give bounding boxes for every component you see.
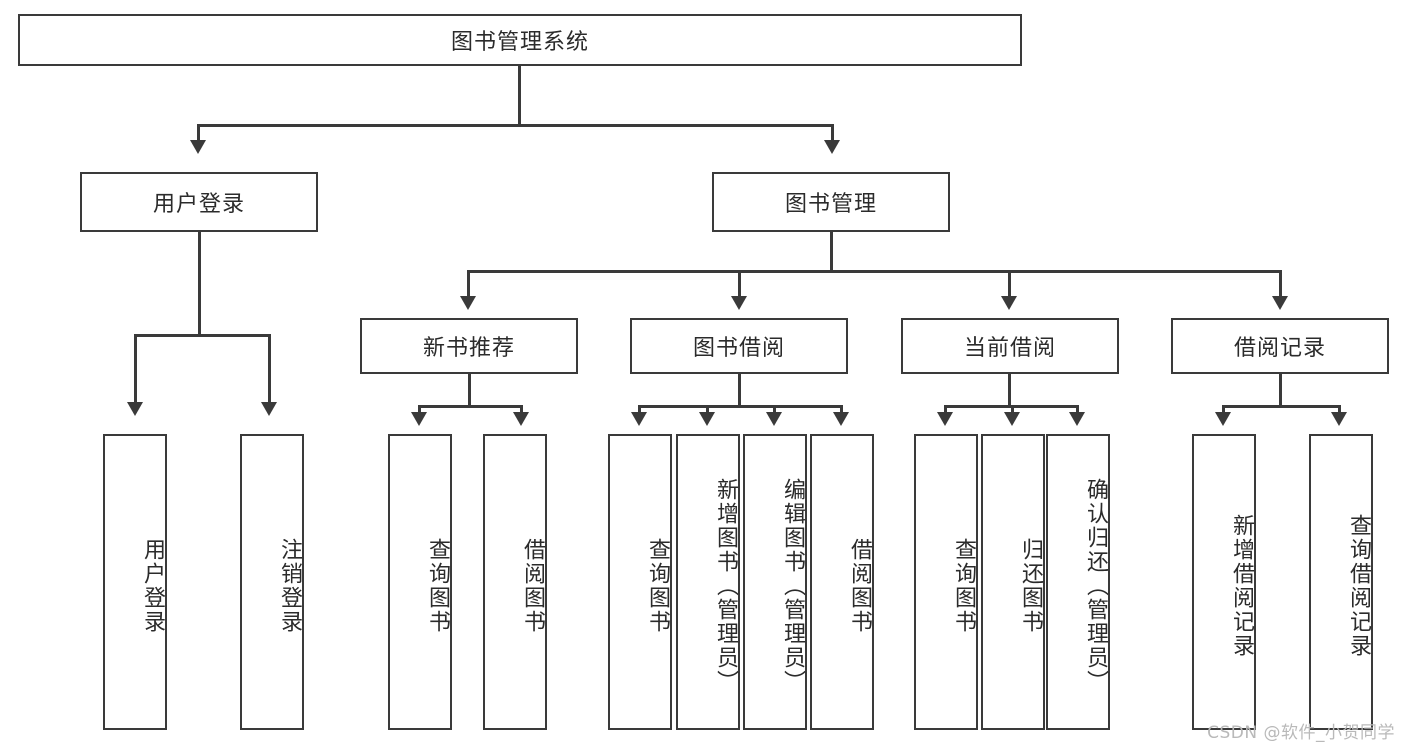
arrow-to-leaf-add-book [699,412,715,426]
arrow-to-leaf-add-record [1215,412,1231,426]
node-new-book-recommend[interactable]: 新书推荐 [360,318,578,374]
connector-current-borrow-drop-2 [1011,405,1014,417]
connector-borrow-records-drop-1 [1222,405,1225,417]
leaf-query-book-borrow[interactable]: 查询图书 [608,434,672,730]
connector-user-login-drop-1 [134,334,137,409]
connector-new-book-drop-2 [520,405,523,417]
arrow-to-leaf-return-book [1004,412,1020,426]
arrow-to-leaf-query-book-c [937,412,953,426]
connector-borrow-records-stem [1279,374,1282,405]
connector-book-borrow-bus [638,405,843,408]
leaf-add-book-admin[interactable]: 新增图书（管理员） [676,434,740,730]
connector-book-manage-drop-borrow [738,270,741,302]
arrow-to-book-borrow [731,296,747,310]
node-borrow-records[interactable]: 借阅记录 [1171,318,1389,374]
connector-book-manage-drop-current [1008,270,1011,302]
connector-book-borrow-stem [738,374,741,405]
connector-book-borrow-drop-1 [638,405,641,417]
connector-book-borrow-drop-3 [773,405,776,417]
node-label: 归还图书 [1018,538,1043,634]
connector-book-manage-stem [830,232,833,270]
node-label: 图书借阅 [692,336,785,361]
connector-current-borrow-drop-3 [1076,405,1079,417]
arrow-to-book-manage [824,140,840,154]
node-label: 借阅图书 [847,538,872,634]
node-label: 注销登录 [277,538,302,634]
connector-book-manage-bus [467,270,1282,273]
connector-user-login-stem [198,232,201,334]
leaf-confirm-return-admin[interactable]: 确认归还（管理员） [1046,434,1110,730]
connector-current-borrow-stem [1008,374,1011,405]
node-label: 当前借阅 [963,336,1056,361]
node-label: 确认归还（管理员） [1083,478,1108,694]
node-label: 查询借阅记录 [1346,514,1371,658]
arrow-to-borrow-records [1272,296,1288,310]
connector-user-login-bus [134,334,271,337]
node-book-management[interactable]: 图书管理 [712,172,950,232]
arrow-to-leaf-borrow-book-a [513,412,529,426]
node-label: 用户登录 [140,538,165,634]
connector-current-borrow-drop-1 [944,405,947,417]
node-user-login[interactable]: 用户登录 [80,172,318,232]
connector-book-manage-drop-records [1279,270,1282,302]
node-label: 借阅记录 [1233,336,1326,361]
connector-root-to-book-manage [831,124,834,146]
node-label: 查询图书 [951,538,976,634]
leaf-return-book[interactable]: 归还图书 [981,434,1045,730]
connector-borrow-records-bus [1222,405,1341,408]
arrow-to-current-borrow [1001,296,1017,310]
connector-new-book-bus [418,405,523,408]
leaf-logout[interactable]: 注销登录 [240,434,304,730]
leaf-query-book-new[interactable]: 查询图书 [388,434,452,730]
arrow-to-leaf-user-login [127,402,143,416]
connector-root-bus [197,124,834,127]
leaf-borrow-book-new[interactable]: 借阅图书 [483,434,547,730]
connector-new-book-stem [468,374,471,405]
node-label: 编辑图书（管理员） [780,478,805,694]
node-label: 用户登录 [152,192,245,217]
node-book-borrow[interactable]: 图书借阅 [630,318,848,374]
leaf-edit-book-admin[interactable]: 编辑图书（管理员） [743,434,807,730]
connector-root-to-user-login [197,124,200,146]
node-label: 图书管理 [784,192,877,217]
connector-borrow-records-drop-2 [1338,405,1341,417]
leaf-query-borrow-record[interactable]: 查询借阅记录 [1309,434,1373,730]
arrow-to-leaf-edit-book [766,412,782,426]
arrow-to-new-book-recommend [460,296,476,310]
arrow-to-leaf-query-book-b [631,412,647,426]
leaf-add-borrow-record[interactable]: 新增借阅记录 [1192,434,1256,730]
arrow-to-leaf-query-record [1331,412,1347,426]
node-label: 新增图书（管理员） [713,478,738,694]
arrow-to-leaf-borrow-book-b [833,412,849,426]
connector-book-manage-drop-new-books [467,270,470,302]
node-label: 新书推荐 [422,336,515,361]
leaf-user-login[interactable]: 用户登录 [103,434,167,730]
connector-root-stem [518,66,521,124]
connector-user-login-drop-2 [268,334,271,409]
node-label: 查询图书 [425,538,450,634]
arrow-to-leaf-confirm-return [1069,412,1085,426]
arrow-to-leaf-query-book-a [411,412,427,426]
node-label: 借阅图书 [520,538,545,634]
node-label: 新增借阅记录 [1229,514,1254,658]
connector-book-borrow-drop-4 [840,405,843,417]
node-root-library-system[interactable]: 图书管理系统 [18,14,1022,66]
arrow-to-leaf-logout [261,402,277,416]
node-label: 图书管理系统 [450,30,589,55]
connector-book-borrow-drop-2 [706,405,709,417]
node-current-borrow[interactable]: 当前借阅 [901,318,1119,374]
arrow-to-user-login [190,140,206,154]
leaf-query-book-current[interactable]: 查询图书 [914,434,978,730]
connector-new-book-drop-1 [418,405,421,417]
node-label: 查询图书 [645,538,670,634]
leaf-borrow-book[interactable]: 借阅图书 [810,434,874,730]
